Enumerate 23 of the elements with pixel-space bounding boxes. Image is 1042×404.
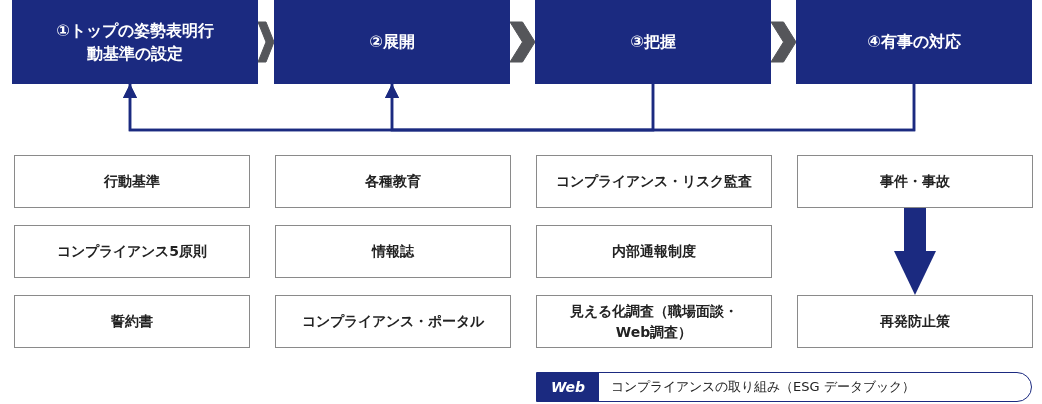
arrow bbox=[385, 84, 916, 132]
process-box: 情報誌 bbox=[275, 225, 511, 278]
process-box: 事件・事故 bbox=[797, 155, 1033, 208]
arrow bbox=[894, 208, 936, 295]
process-box: 各種教育 bbox=[275, 155, 511, 208]
step-box: ②展開 bbox=[274, 0, 510, 84]
step-box: ③把握 bbox=[535, 0, 771, 84]
process-box: 再発防止策 bbox=[797, 295, 1033, 348]
process-box: 行動基準 bbox=[14, 155, 250, 208]
link-text: コンプライアンスの取り組み（ESG データブック） bbox=[610, 378, 915, 396]
tag: Web bbox=[537, 373, 600, 401]
chevron-arrow bbox=[509, 21, 536, 63]
step-box: ①トップの姿勢表明行動基準の設定 bbox=[12, 0, 258, 84]
link-pill bbox=[536, 372, 1032, 402]
process-box: コンプライアンス5原則 bbox=[14, 225, 250, 278]
chevron-arrow bbox=[257, 21, 275, 63]
step-box: ④有事の対応 bbox=[796, 0, 1032, 84]
process-box: 内部通報制度 bbox=[536, 225, 772, 278]
chevron-arrow bbox=[770, 21, 797, 63]
process-box: コンプライアンス・ポータル bbox=[275, 295, 511, 348]
process-box: 見える化調査（職場面談・Web調査） bbox=[536, 295, 772, 348]
process-box: 誓約書 bbox=[14, 295, 250, 348]
process-box: コンプライアンス・リスク監査 bbox=[536, 155, 772, 208]
